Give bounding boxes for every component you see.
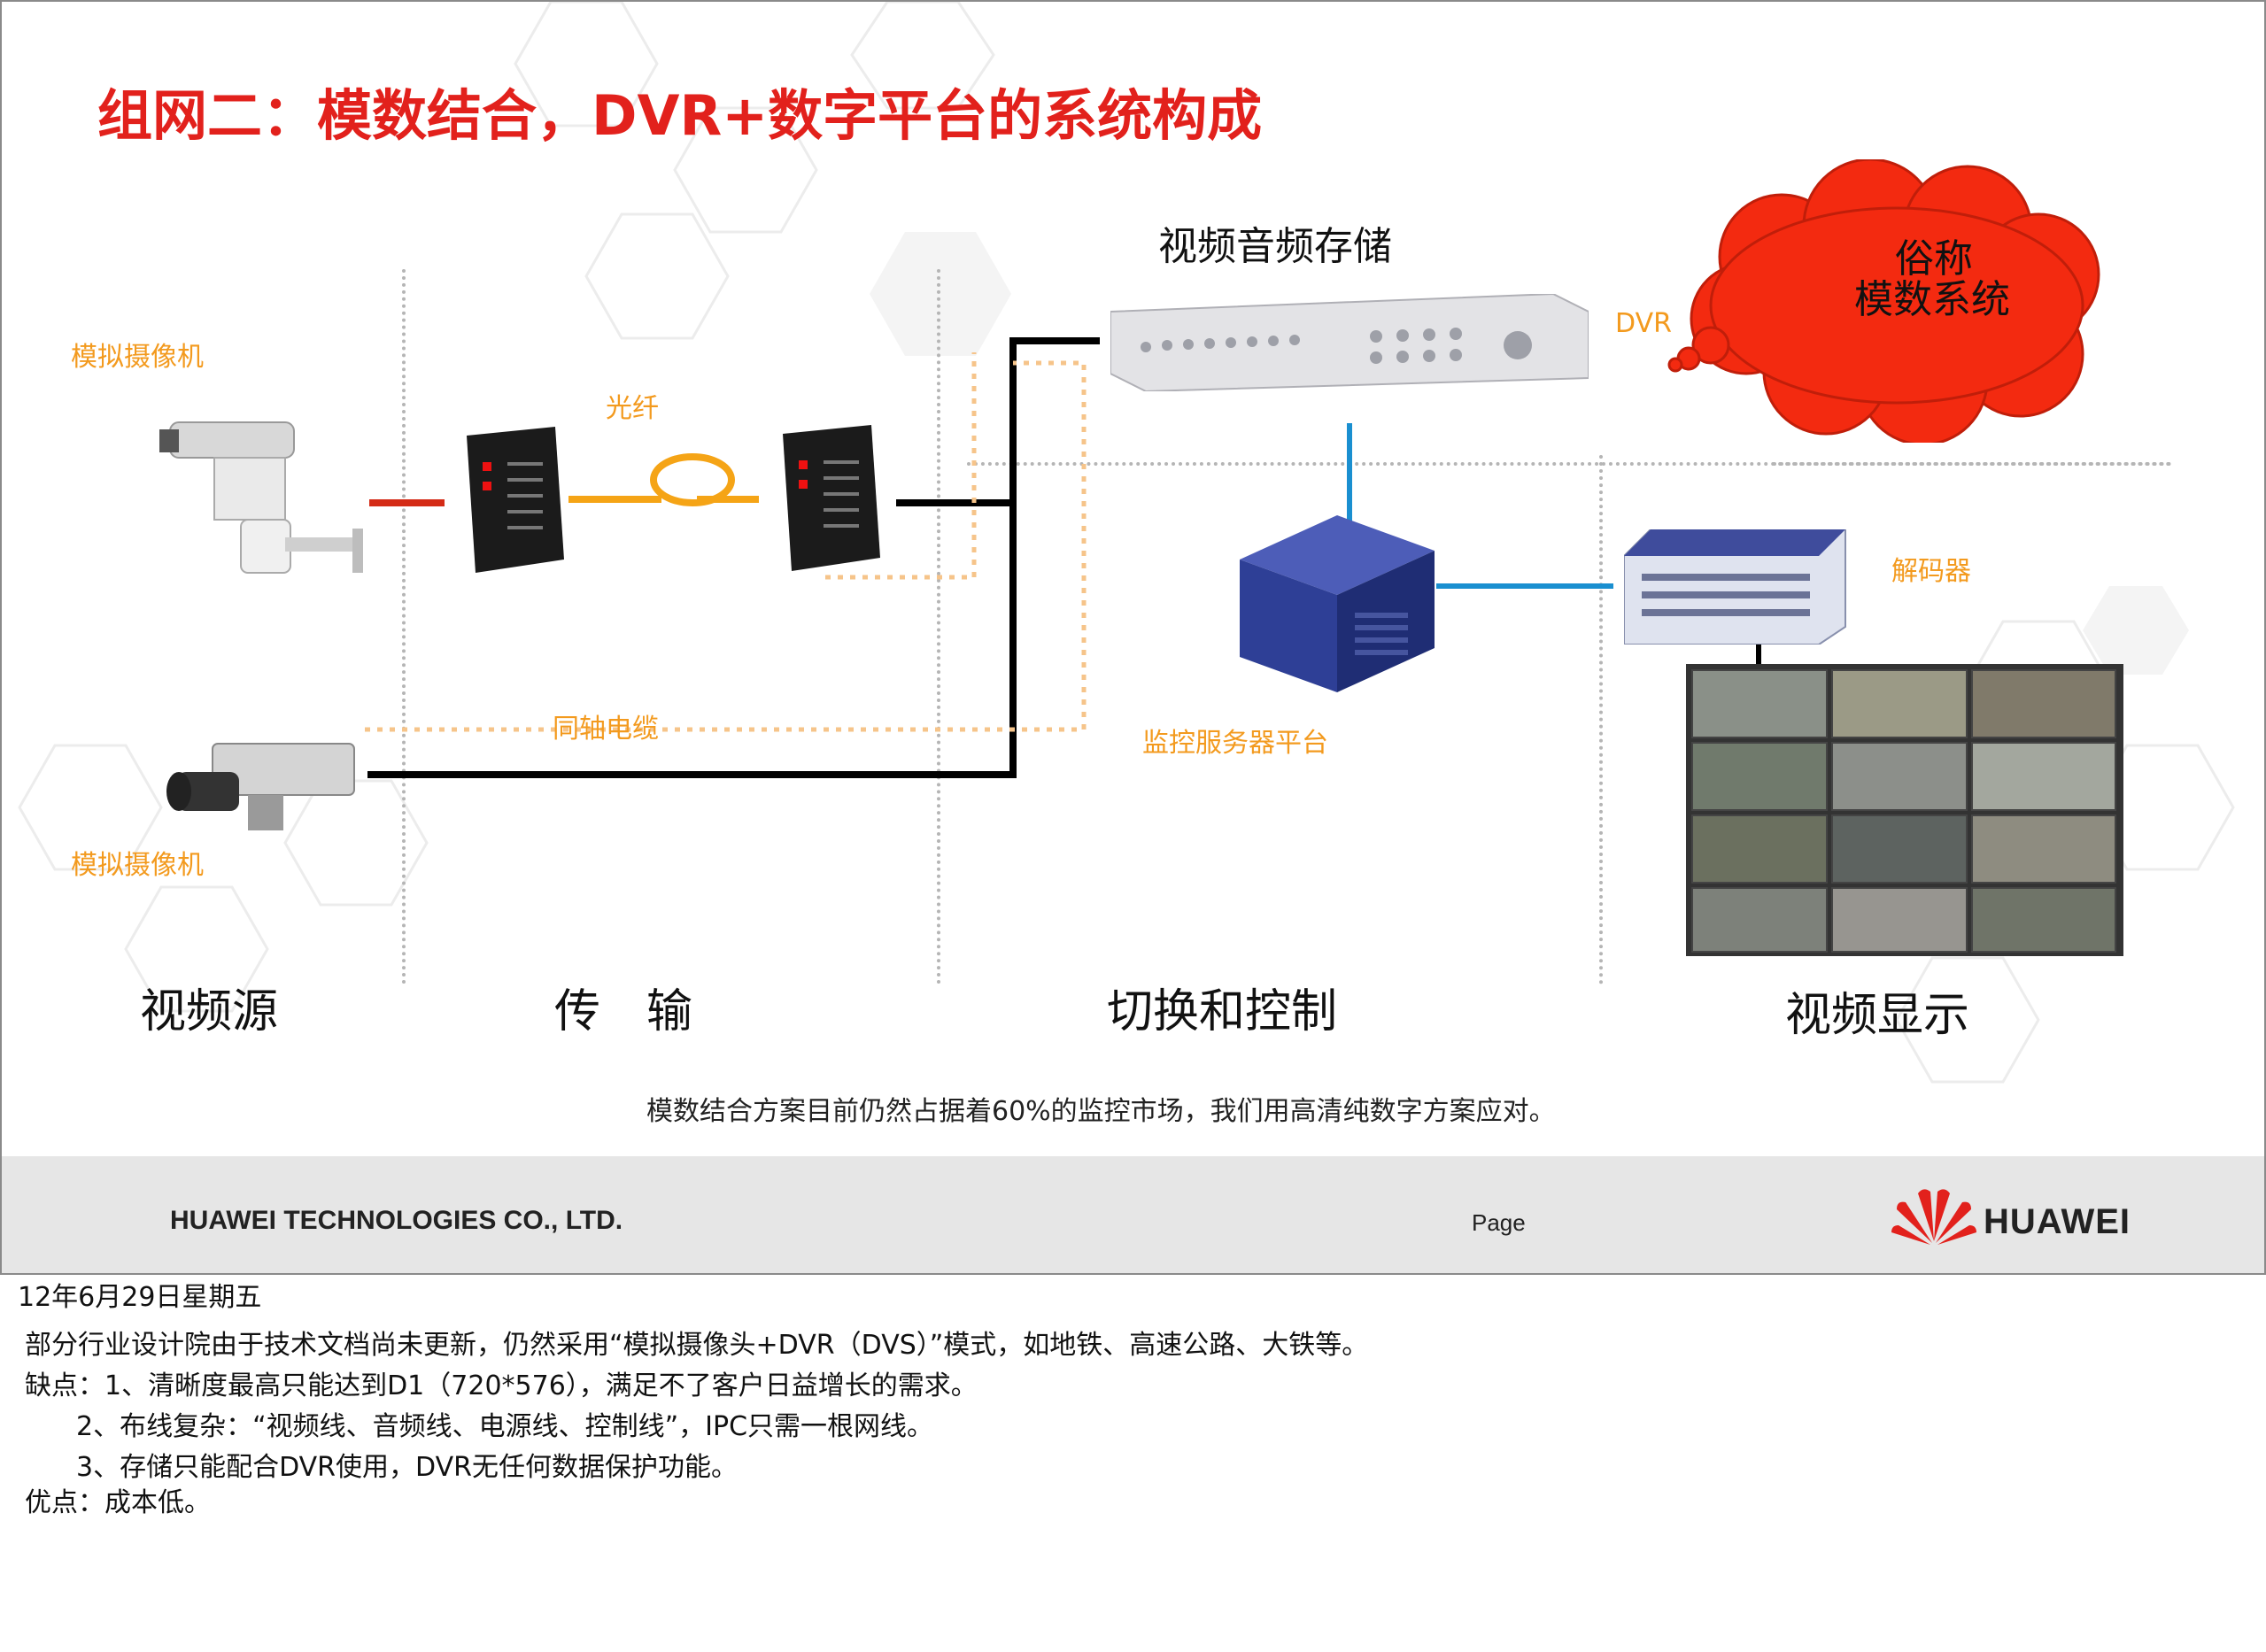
video-wall-screen: [1831, 742, 1968, 811]
row-divider: [967, 462, 2171, 466]
video-wall-screen: [1971, 887, 2116, 953]
column-divider: [1599, 455, 1603, 984]
server-platform-label: 监控服务器平台: [1142, 728, 1328, 759]
ptz-camera-icon: [159, 421, 363, 574]
video-wall-icon: [1686, 664, 2123, 956]
coax-label: 同轴电缆: [553, 714, 659, 745]
column-divider: [402, 269, 406, 984]
decoder-icon: [1624, 529, 1846, 645]
caption: 模数结合方案目前仍然占据着60%的监控市场，我们用高清纯数字方案应对。: [646, 1096, 1556, 1127]
slide-date: 12年6月29日星期五: [18, 1282, 262, 1313]
fiber-transceiver-icon: [783, 425, 880, 571]
section-transmission: 传 输: [554, 985, 693, 1038]
section-video-source: 视频源: [140, 985, 279, 1038]
page-label: Page: [1472, 1209, 1526, 1236]
coax-cable-bottom: [367, 347, 1017, 778]
note-line: 2、布线复杂：“视频线、音频线、电源线、控制线”，IPC只需一根网线。: [76, 1411, 934, 1442]
huawei-logo-text: HUAWEI: [1984, 1202, 2131, 1241]
decoder-label: 解码器: [1891, 556, 1971, 587]
cloud-text-line2: 模数系统: [1854, 277, 2010, 322]
connection-lines: [365, 337, 1761, 778]
huawei-logo-icon: [1891, 1189, 1976, 1245]
video-wall-screen: [1971, 742, 2116, 811]
fiber-dotted-path: [825, 352, 977, 580]
coax-cable-top: [896, 337, 1100, 506]
section-switching-control: 切换和控制: [1107, 985, 1338, 1038]
note-line: 3、存储只能配合DVR使用，DVR无任何数据保护功能。: [76, 1452, 738, 1483]
column-divider: [937, 269, 940, 984]
av-storage-label: 视频音频存储: [1158, 224, 1392, 269]
fiber-transceiver-icon: [467, 427, 564, 573]
slide: 组网二：模数结合，DVR+数字平台的系统构成: [0, 0, 2266, 1275]
dvr-icon: [1110, 294, 1589, 391]
server-icon: [1240, 515, 1435, 692]
analog-camera-label-bottom: 模拟摄像机: [71, 850, 204, 881]
video-wall-screen: [1831, 887, 1968, 953]
video-wall-screen: [1691, 814, 1828, 884]
fiber-loop: [650, 453, 735, 506]
box-camera-icon: [166, 743, 355, 830]
video-wall-screen: [1971, 669, 2116, 738]
row-divider: [1773, 462, 2171, 466]
dvr-label: DVR: [1615, 308, 1672, 339]
cloud-text-line1: 俗称: [1895, 236, 1973, 282]
video-wall-screen: [1831, 814, 1968, 884]
fiber-label: 光纤: [606, 393, 659, 424]
company-name: HUAWEI TECHNOLOGIES CO., LTD.: [170, 1206, 623, 1235]
video-wall-screen: [1691, 669, 1828, 738]
video-wall-screen: [1691, 887, 1828, 953]
analog-camera-label-top: 模拟摄像机: [71, 342, 204, 373]
note-line: 部分行业设计院由于技术文档尚未更新，仍然采用“模拟摄像头+DVR（DVS）”模式…: [25, 1330, 1369, 1361]
section-video-display: 视频显示: [1785, 989, 1970, 1042]
cloud-callout: [1667, 159, 2100, 443]
video-wall-screen: [1691, 742, 1828, 811]
page-title: 组网二：模数结合，DVR+数字平台的系统构成: [97, 83, 1263, 148]
hexagon-background: [18, 2, 2235, 1084]
coax-dotted-path: [365, 360, 1087, 732]
footer-band: [2, 1156, 2264, 1273]
video-wall-screen: [1971, 814, 2116, 884]
note-line: 优点：成本低。: [25, 1487, 211, 1518]
video-wall-screen: [1831, 669, 1968, 738]
note-line: 缺点：1、清晰度最高只能达到D1（720*576），满足不了客户日益增长的需求。: [25, 1370, 978, 1401]
